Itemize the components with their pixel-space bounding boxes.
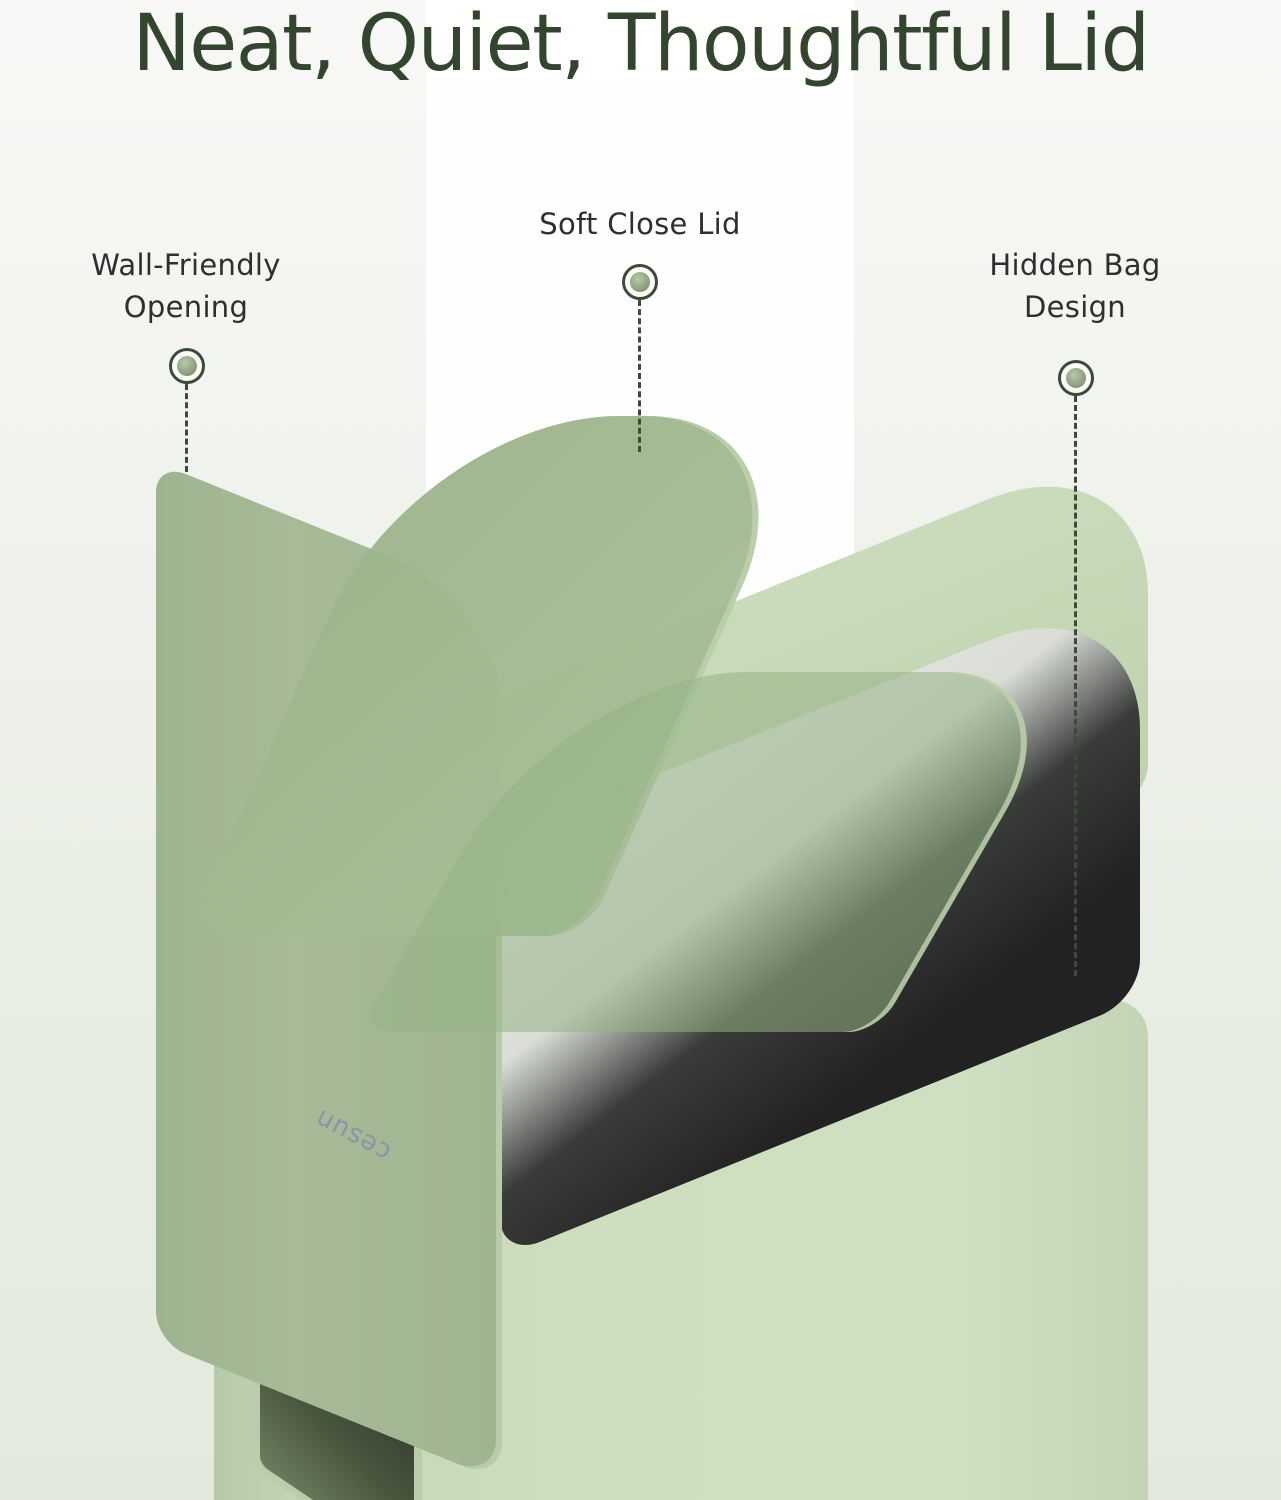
leader-line xyxy=(185,384,188,472)
leader-line xyxy=(1074,396,1077,976)
leader-line xyxy=(638,300,641,452)
callout-marker-icon xyxy=(622,264,658,300)
callout-label: Soft Close Lid xyxy=(539,207,741,241)
callout-marker-icon xyxy=(169,348,205,384)
callout-label: Wall-Friendly Opening xyxy=(91,248,281,324)
callout-marker-icon xyxy=(1058,360,1094,396)
callout-label: Hidden Bag Design xyxy=(989,248,1161,324)
headline: Neat, Quiet, Thoughtful Lid xyxy=(132,0,1150,89)
